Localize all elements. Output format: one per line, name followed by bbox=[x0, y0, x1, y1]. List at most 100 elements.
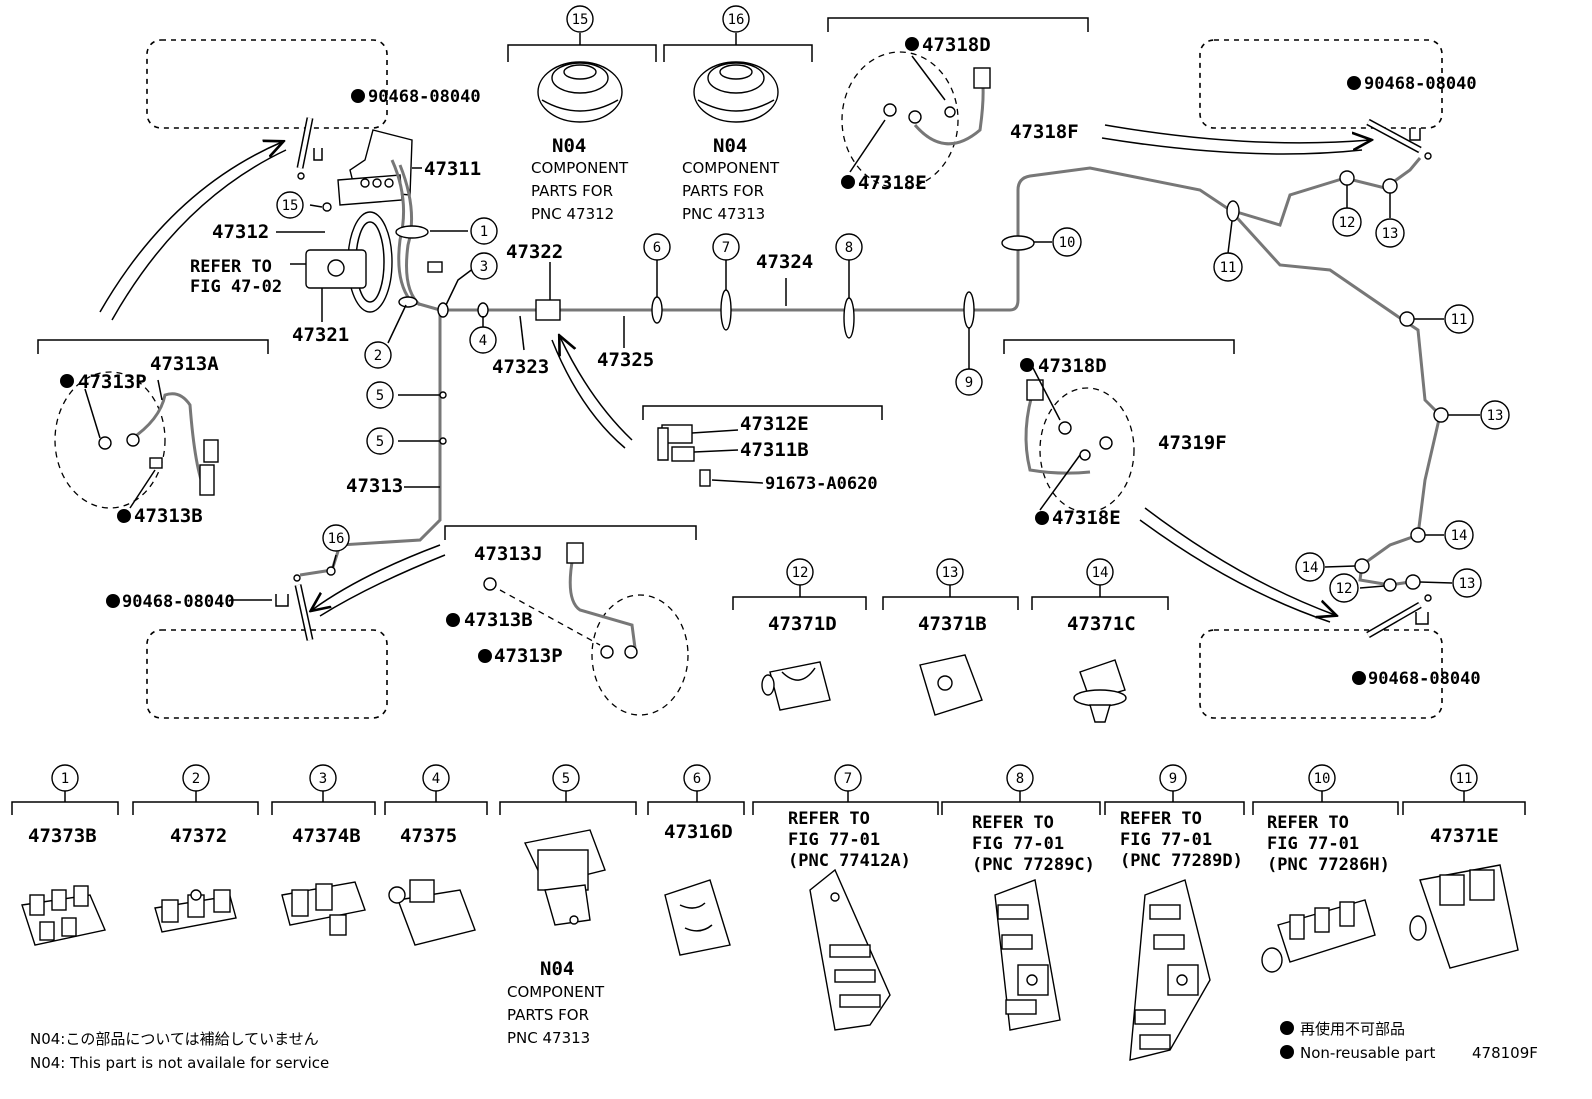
label-refer-8-l3: (PNC 77289C) bbox=[972, 855, 1095, 875]
label-n04-15-l1: COMPONENT bbox=[531, 159, 629, 177]
wheel-connector-tl-icon bbox=[296, 117, 323, 180]
callout-14-mid: 14 bbox=[1086, 558, 1114, 586]
label-n04-15: N04 bbox=[552, 135, 586, 157]
svg-text:16: 16 bbox=[328, 531, 345, 547]
clip-47375-icon bbox=[388, 879, 476, 946]
label-47374B: 47374B bbox=[292, 825, 361, 847]
callout-9-bottom: 9 bbox=[1159, 764, 1187, 792]
label-refer-8-l2: FIG 77-01 bbox=[972, 834, 1064, 854]
label-refer-fig-47-02-l1: REFER TO bbox=[190, 257, 272, 277]
clip-47374B-icon bbox=[281, 881, 366, 936]
callout-13-mid: 13 bbox=[936, 558, 964, 586]
label-refer-7-l3: (PNC 77412A) bbox=[788, 851, 911, 871]
label-47313B-left: 47313B bbox=[134, 505, 203, 527]
grommet-16-icon bbox=[693, 61, 779, 123]
callout-5a: 5 bbox=[366, 381, 394, 409]
svg-text:3: 3 bbox=[480, 259, 488, 275]
label-refer-10-l3: (PNC 77286H) bbox=[1267, 855, 1390, 875]
svg-text:14: 14 bbox=[1092, 565, 1109, 581]
label-n04-5-l1: COMPONENT bbox=[507, 983, 605, 1001]
label-47318E-mid: 47318E bbox=[1052, 507, 1121, 529]
callout-7: 7 bbox=[712, 233, 740, 261]
callout-13b: 13 bbox=[1480, 400, 1510, 430]
label-refer-10-l2: FIG 77-01 bbox=[1267, 834, 1359, 854]
wheel-area-box-front-right bbox=[1199, 39, 1443, 129]
svg-text:9: 9 bbox=[965, 375, 973, 391]
wheel-area-box-rear-right bbox=[1199, 629, 1443, 719]
brake-actuator-assembly bbox=[305, 129, 443, 313]
svg-text:16: 16 bbox=[728, 12, 745, 28]
clip-77289C-icon bbox=[994, 879, 1061, 1031]
clip-47372-icon bbox=[154, 889, 237, 933]
hose-47318F-detail bbox=[841, 51, 991, 189]
callout-13c: 13 bbox=[1452, 568, 1482, 598]
wheel-connector-br-icon bbox=[1366, 594, 1432, 639]
label-47318E-top: 47318E bbox=[858, 172, 927, 194]
label-47322: 47322 bbox=[506, 241, 563, 263]
svg-text:13: 13 bbox=[1382, 226, 1399, 242]
svg-text:12: 12 bbox=[1339, 215, 1356, 231]
label-n04-16-l3: PNC 47313 bbox=[682, 205, 765, 223]
svg-text:13: 13 bbox=[1459, 576, 1476, 592]
bracket-group-15 bbox=[507, 33, 657, 62]
svg-text:2: 2 bbox=[192, 771, 200, 787]
part-labels: 90468-08040 90468-08040 90468-08040 9046… bbox=[28, 34, 1499, 1047]
clip-47371E-icon bbox=[1409, 864, 1519, 969]
callout-4: 4 bbox=[469, 326, 497, 354]
svg-text:6: 6 bbox=[693, 771, 701, 787]
svg-text:7: 7 bbox=[722, 240, 730, 256]
svg-text:1: 1 bbox=[480, 224, 488, 240]
label-47313: 47313 bbox=[346, 475, 403, 497]
callout-8: 8 bbox=[835, 233, 863, 261]
callout-6: 6 bbox=[643, 233, 671, 261]
clip-47371C-icon bbox=[1073, 659, 1127, 723]
bracket-bracket-parts bbox=[642, 405, 883, 420]
note-n04-english: N04: This part is not availale for servi… bbox=[30, 1054, 329, 1072]
callout-8-bottom: 8 bbox=[1006, 764, 1034, 792]
callout-12a: 12 bbox=[1332, 207, 1362, 237]
legend-non-reusable-japanese: 再使用不可部品 bbox=[1300, 1020, 1405, 1038]
clip-77412A-icon bbox=[809, 868, 891, 1031]
svg-text:8: 8 bbox=[845, 240, 853, 256]
label-n04-5: N04 bbox=[540, 958, 574, 980]
footer-notes: N04:この部品については補給していません N04: This part is … bbox=[30, 1020, 1538, 1072]
svg-text:11: 11 bbox=[1451, 312, 1468, 328]
label-90468-08040-bl: 90468-08040 bbox=[122, 592, 235, 612]
diagram-id: 478109F bbox=[1472, 1044, 1538, 1062]
callout-11a: 11 bbox=[1213, 252, 1243, 282]
hose-47313J-detail bbox=[483, 542, 689, 716]
label-90468-08040-br: 90468-08040 bbox=[1368, 669, 1481, 689]
label-n04-16-l1: COMPONENT bbox=[682, 159, 780, 177]
bracket-group-16 bbox=[663, 33, 813, 62]
label-47371E: 47371E bbox=[1430, 825, 1499, 847]
svg-text:13: 13 bbox=[1487, 408, 1504, 424]
callout-3-bottom: 3 bbox=[309, 764, 337, 792]
svg-text:12: 12 bbox=[1336, 581, 1353, 597]
legend-non-reusable-english: Non-reusable part bbox=[1300, 1044, 1435, 1062]
bracket-rear-hose-top bbox=[827, 17, 1089, 32]
label-47325: 47325 bbox=[597, 349, 654, 371]
svg-text:11: 11 bbox=[1456, 771, 1473, 787]
svg-text:2: 2 bbox=[374, 348, 382, 364]
label-47316D: 47316D bbox=[664, 821, 733, 843]
callout-1: 1 bbox=[470, 217, 498, 245]
wheel-area-box-front-left bbox=[146, 39, 388, 129]
label-47324: 47324 bbox=[756, 251, 813, 273]
callout-7-bottom: 7 bbox=[834, 764, 862, 792]
hose-47313A-detail bbox=[54, 371, 219, 509]
label-47318D-mid: 47318D bbox=[1038, 355, 1107, 377]
callout-10: 10 bbox=[1052, 227, 1082, 257]
clip-component-5-icon bbox=[523, 829, 606, 926]
grommet-15-icon bbox=[537, 61, 623, 123]
label-47371C: 47371C bbox=[1067, 613, 1136, 635]
label-47372: 47372 bbox=[170, 825, 227, 847]
callout-16-top: 16 bbox=[722, 5, 750, 33]
label-47321: 47321 bbox=[292, 324, 349, 346]
svg-text:8: 8 bbox=[1016, 771, 1024, 787]
callout-12-mid: 12 bbox=[786, 558, 814, 586]
svg-text:10: 10 bbox=[1059, 235, 1076, 251]
callout-5b: 5 bbox=[366, 427, 394, 455]
callout-3: 3 bbox=[470, 252, 498, 280]
label-90468-08040-tl: 90468-08040 bbox=[368, 87, 481, 107]
bracket-parts-detail bbox=[657, 424, 764, 487]
